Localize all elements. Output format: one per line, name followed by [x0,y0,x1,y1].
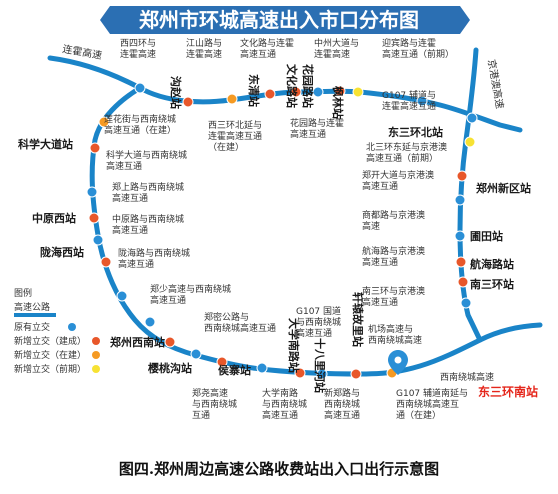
interchange-label: 科学大道与西南绕城高速互通 [106,149,187,172]
station-shibahe: 十八里河站 [313,338,327,393]
station-yingtaogou: 樱桃沟站 [148,361,192,375]
station-zhongyuanxi: 中原西站 [32,211,76,225]
station-gouzhao: 沟赵站 [169,76,183,109]
interchange-label: 北三环东延与京港澳高速互通（前期） [366,141,447,164]
legend-swatch-planned [92,365,100,373]
interchange-dot [256,362,268,374]
interchange-dot [416,95,428,107]
interchange-label: 江山路与连霍高速 [186,37,222,60]
interchange-dot [144,316,156,328]
interchange-label: 莲花街与西南绕城高速互通（在建） [104,113,176,136]
interchange-label: 郑尧高速与西南绕城互通 [192,387,237,421]
station-longhaixi: 陇海西站 [40,245,84,259]
interchange-labels: 西四环与连霍高速 江山路与连霍高速 文化路与连霍高速互通 中州大道与连霍高速 迎… [104,37,468,421]
interchange-label: 大学南路与西南绕城高速互通 [262,387,307,421]
interchange-dot [98,116,110,128]
station-zhengzhouxinqu: 郑州新区站 [476,181,531,195]
interchange-label: 新郑路与西南绕城高速互通 [324,387,360,421]
interchange-label: G107 辅道与连霍高速互通 [382,89,436,112]
interchange-dot [294,367,306,379]
interchange-dot [290,86,302,98]
station-dongsanhuannan: 东三环南站 [478,384,538,399]
interchange-dot [88,212,100,224]
station-housi: 侯寨站 [218,363,251,377]
interchange-dot [164,336,176,348]
interchange-dot [464,136,476,148]
legend: 图例 高速公路 原有立交 新增立交（建成） 新增立交（在建） 新增立交（前期） [14,287,100,375]
legend-swatch-built [92,337,100,345]
interchange-label: 郑开大道与京港澳高速互通 [362,169,434,192]
station-fenglin: 枫林站 [331,86,345,119]
map-title: 郑州市环城高速出入市口分布图 [139,8,419,32]
interchange-label: 西四环与连霍高速 [120,38,156,60]
interchange-label: 文化路与连霍高速互通 [240,37,294,60]
interchange-dot [316,368,328,380]
interchange-dot [89,142,101,154]
interchange-label: 南三环与京港澳高速互通 [362,285,425,308]
station-dongsanhuanbei: 东三环北站 [388,125,443,139]
interchange-dot [457,276,469,288]
interchange-dot [226,93,238,105]
interchange-label: G107 辅道南延与西南绕城高速互通（在建） [396,387,468,421]
interchange-dot [100,256,112,268]
interchange-label: 郑密公路与西南绕城高速互通 [204,311,276,334]
figure-caption: 图四.郑州周边高速公路收费站出入口出行示意图 [119,460,439,478]
interchange-label: 花园路与连霍高速互通 [290,117,344,140]
interchange-dot [352,86,364,98]
interchange-dots [86,82,478,380]
interchange-label: 中州大道与连霍高速 [314,37,359,60]
interchange-dot [264,88,276,100]
interchange-dot [454,194,466,206]
road-label-jinggangao: 京港澳高速 [485,58,506,109]
interchange-label: 郑上路与西南绕城高速互通 [112,181,184,204]
station-xuanyuan: 轩辕故里站 [351,292,365,347]
interchange-dot [334,85,346,97]
interchange-label: G107 国道与西南绕城高速互通 [296,305,341,339]
legend-item-building: 新增立交（在建） [14,349,86,361]
station-nansanhuan: 南三环站 [470,277,514,291]
legend-item-highway: 高速公路 [14,301,50,313]
station-daxuenanlu: 大学南路站 [287,318,301,373]
station-kexue: 科学大道站 [18,137,73,151]
interchange-label: 郑少高速与西南绕城高速互通 [150,283,231,306]
station-huayuan: 花园路站 [301,64,315,108]
station-putian: 圃田站 [470,229,503,243]
interchange-label: 迎宾路与连霍高速互通（前期） [382,37,454,60]
legend-swatch-building [92,351,100,359]
interchange-dot [216,356,228,368]
station-wenhua: 文化路站 [285,64,299,108]
interchange-dot [116,290,128,302]
interchange-dot [350,368,362,380]
interchange-dot [454,230,466,242]
interchange-label: 陇海路与西南绕城高速互通 [118,247,190,270]
interchange-dot [92,234,104,246]
legend-item-built: 新增立交（建成） [14,335,86,347]
station-longhainan: 航海路站 [470,257,514,271]
interchange-dot [460,297,472,309]
interchange-dot [190,348,202,360]
interchange-dot [456,170,468,182]
legend-swatch-existing [68,323,76,331]
road-label-xinanrao: 西南绕城高速 [440,371,494,383]
interchange-dot [182,96,194,108]
airport-marker-icon [388,350,408,375]
interchange-label: 机场高速与西南绕城高速 [368,323,422,346]
legend-item-planned: 新增立交（前期） [14,363,86,375]
legend-item-existing: 原有立交 [14,321,50,333]
interchange-dot [86,186,98,198]
interchange-dot [312,86,324,98]
interchange-label: 西三环北延与连霍高速互通（在建） [208,119,262,153]
station-dongqing: 东清站 [247,74,261,107]
station-zhengzhouxinan: 郑州西南站 [110,335,165,349]
legend-title: 图例 [14,287,32,299]
interchange-label: 航海路与京港澳高速互通 [362,245,425,268]
interchange-dot [455,256,467,268]
interchange-label: 商都路与京港澳高速 [362,209,425,232]
interchange-dot [134,82,146,94]
interchange-dot [466,112,478,124]
interchange-label: 中原路与西南绕城高速互通 [112,213,184,236]
title-banner [100,6,470,34]
